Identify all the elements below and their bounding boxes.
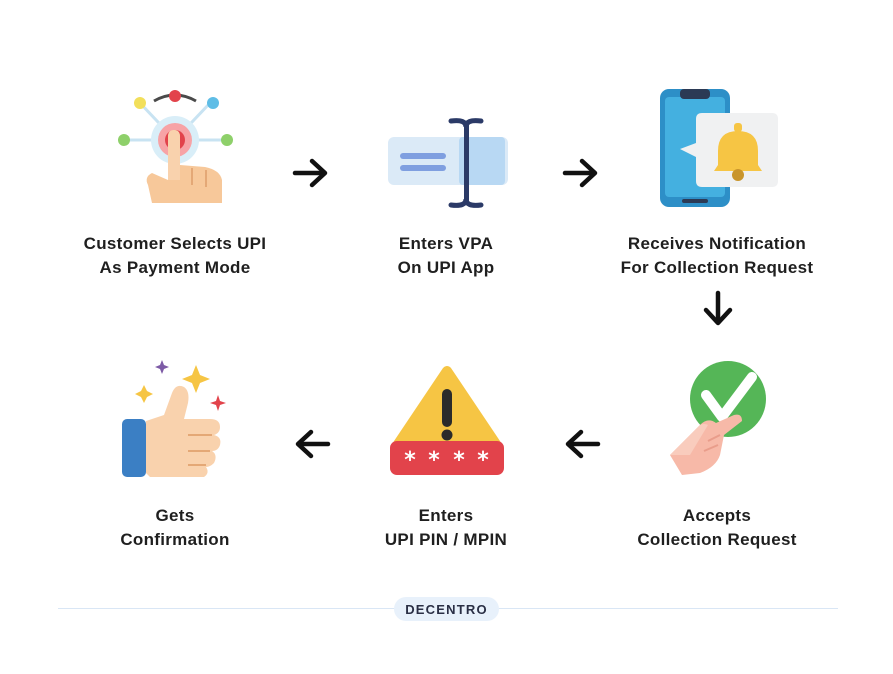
step-5-label-line2: UPI PIN / MPIN xyxy=(384,530,508,549)
step-4-label: Accepts Collection Request xyxy=(597,504,837,552)
step-3-label-line1: Receives Notification xyxy=(627,234,807,253)
svg-text:*: * xyxy=(428,448,440,473)
step-2-label-line2: On UPI App xyxy=(397,258,495,277)
step-2-label: Enters VPA On UPI App xyxy=(326,232,566,280)
step-6-label-line1: Gets xyxy=(155,506,195,525)
svg-text:*: * xyxy=(404,448,416,473)
step-3-label: Receives Notification For Collection Req… xyxy=(597,232,837,280)
svg-text:*: * xyxy=(477,448,489,473)
brand-name: DECENTRO xyxy=(405,601,488,617)
step-6-label: Gets Confirmation xyxy=(55,504,295,552)
step-4-label-line2: Collection Request xyxy=(637,530,797,549)
step-2-label-line1: Enters VPA xyxy=(398,234,494,253)
step-3-label-line2: For Collection Request xyxy=(620,258,814,277)
step-1-label-line2: As Payment Mode xyxy=(99,258,251,277)
arrow-left-icon xyxy=(565,429,601,459)
svg-text:*: * xyxy=(453,448,465,473)
step-1-label-line1: Customer Selects UPI xyxy=(83,234,267,253)
text-input-icon xyxy=(388,118,508,208)
touch-select-icon xyxy=(118,90,233,203)
step-6-label-line2: Confirmation xyxy=(120,530,230,549)
step-1-label: Customer Selects UPI As Payment Mode xyxy=(55,232,295,280)
brand-badge: DECENTRO xyxy=(394,597,499,621)
thumbs-up-icon xyxy=(122,360,226,477)
arrow-right-icon xyxy=(292,158,328,188)
warning-pin-icon: * * * * xyxy=(390,366,504,475)
phone-notification-icon xyxy=(660,89,778,207)
arrow-left-icon xyxy=(295,429,331,459)
hand-checkmark-icon xyxy=(670,361,766,475)
step-5-label: Enters UPI PIN / MPIN xyxy=(326,504,566,552)
arrow-down-icon xyxy=(703,290,733,326)
step-4-label-line1: Accepts xyxy=(682,506,752,525)
arrow-right-icon xyxy=(562,158,598,188)
step-5-label-line1: Enters xyxy=(418,506,474,525)
